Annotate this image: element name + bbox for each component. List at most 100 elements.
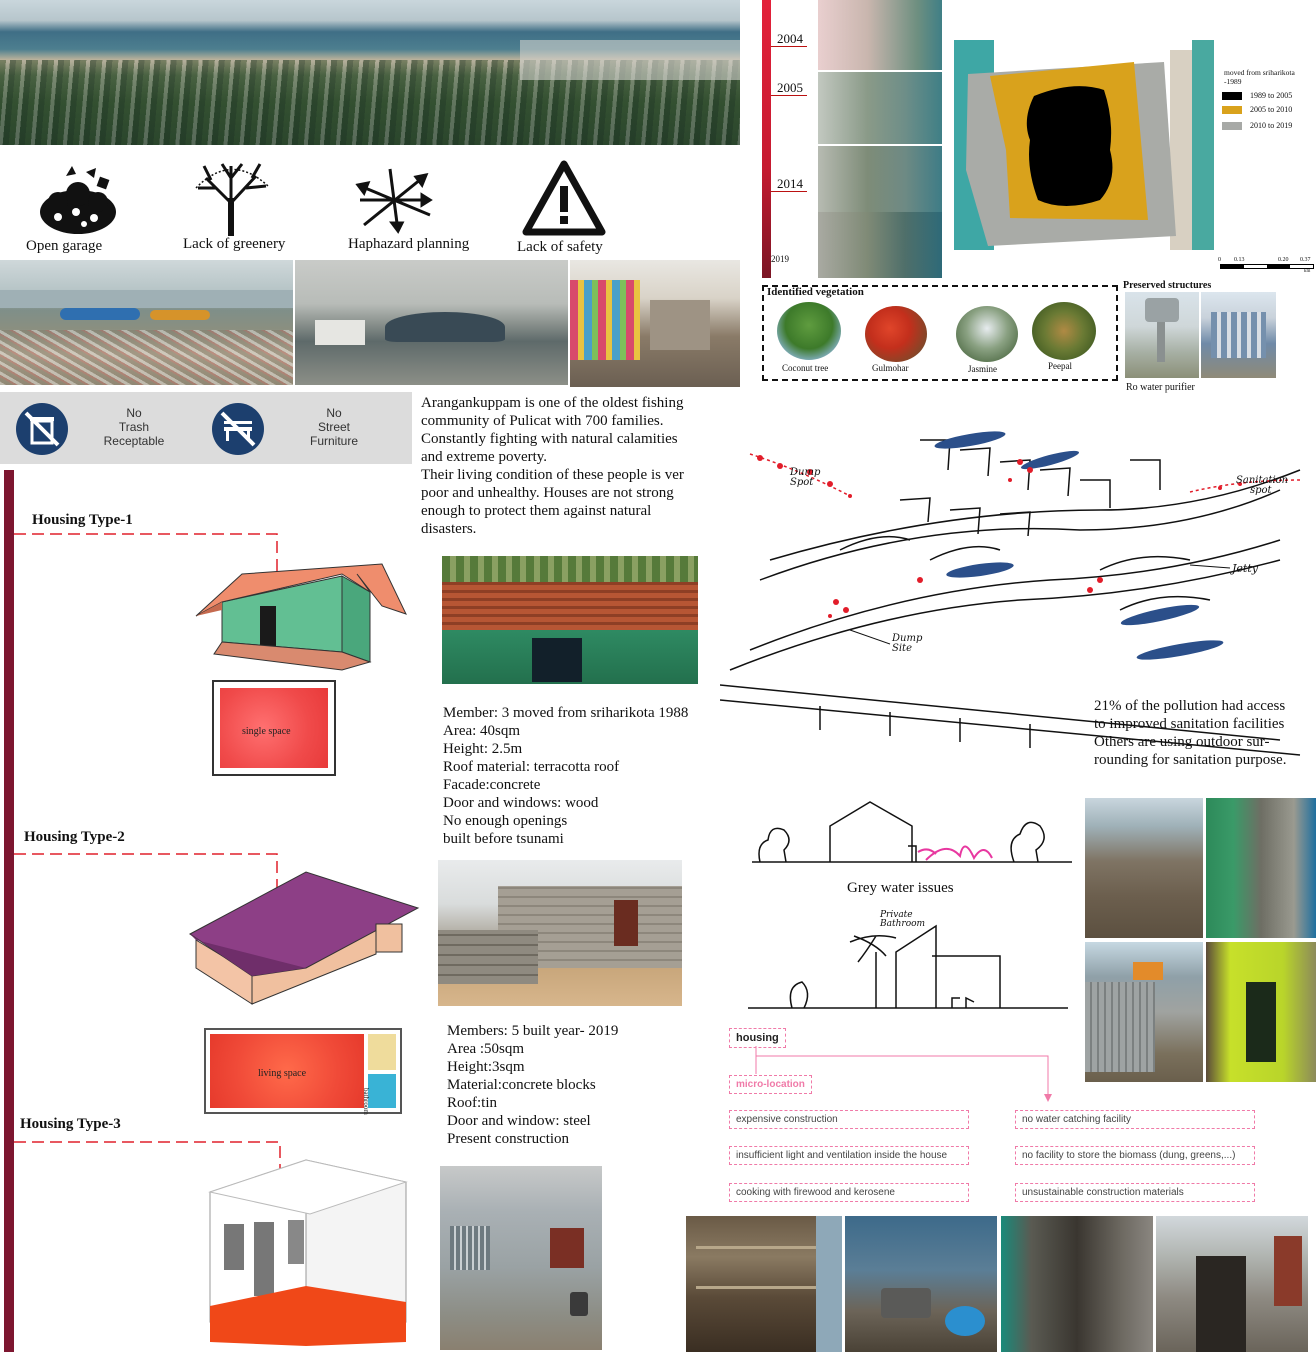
dump-ground-photo	[1085, 798, 1203, 938]
lack-of-safety-label: Lack of safety	[517, 239, 603, 255]
bare-tree-icon	[195, 163, 269, 236]
intro-line: community of Pulicat with 700 families.	[421, 413, 664, 429]
firewood-stove-photo	[845, 1216, 997, 1352]
legend-item	[1222, 106, 1242, 114]
sanitation-spot-text: spot	[1250, 485, 1272, 496]
type1-detail: built before tsunami	[443, 831, 564, 847]
timeline-year: 2005	[777, 80, 803, 95]
satellite-2014	[818, 146, 942, 212]
issue-box: unsustainable construction materials	[1015, 1183, 1255, 1202]
timeline-tick	[771, 95, 807, 96]
amenities-banner: No Trash Receptable No Street Furniture	[0, 392, 412, 464]
legend-item	[1222, 122, 1242, 130]
type2-detail: Present construction	[447, 1131, 570, 1147]
haphazard-planning-label: Haphazard planning	[348, 236, 470, 252]
no-street-line2: Street	[317, 420, 350, 434]
issue-label: cooking with firewood and kerosene	[736, 1187, 895, 1198]
issue-box: insufficient light and ventilation insid…	[729, 1146, 969, 1165]
open-garage-label: Open garage	[26, 238, 103, 254]
scale-bar	[1220, 264, 1314, 269]
coconut-tree-photo	[777, 302, 841, 360]
no-trash-line3: Receptable	[103, 434, 165, 448]
jetty-label: Jetty	[1232, 562, 1258, 575]
type1-detail: Member: 3 moved from sriharikota 1988	[443, 705, 689, 721]
sanitation-line: Others are using outdoor sur-	[1094, 734, 1270, 750]
intro-line: Arangankuppam is one of the oldest fishi…	[421, 395, 684, 411]
vegetation-caption: Gulmohar	[872, 363, 909, 373]
intro-line: disasters.	[421, 521, 477, 537]
type1-house-photo	[442, 556, 698, 684]
peepal-photo	[1032, 302, 1096, 360]
aerial-coast-photo	[0, 0, 740, 145]
grey-water-sketch	[752, 801, 1072, 863]
timeline-tick	[771, 191, 807, 192]
sanitation-spot-label: Sanitation spot	[1236, 476, 1288, 496]
type1-floor-plan: single space	[212, 680, 336, 776]
type2-detail: Members: 5 built year- 2019	[447, 1023, 619, 1039]
type3-house-photo	[440, 1166, 602, 1350]
timeline-year: 2019	[771, 254, 789, 264]
temple-photo	[1201, 292, 1276, 378]
outdoor-kitchen-photo	[1156, 1216, 1308, 1352]
private-bathroom-text: Bathroom	[880, 919, 926, 929]
type1-detail: Facade:concrete	[443, 777, 541, 793]
diagram-connectors	[755, 1046, 1052, 1102]
timeline-bar	[762, 0, 771, 278]
dump-site-text: Site	[892, 643, 912, 654]
dump-spot-label: Dump Spot	[790, 468, 820, 488]
sanitation-note: 21% of the pollution had access to impro…	[1094, 697, 1286, 769]
housing-type-1-title: Housing Type-1	[32, 512, 133, 528]
satellite-2005	[818, 72, 942, 144]
issue-label: insufficient light and ventilation insid…	[736, 1150, 948, 1161]
jasmine-photo	[956, 306, 1018, 362]
type2-detail: Roof:tin	[447, 1095, 498, 1111]
timeline-year: 2004	[777, 31, 803, 46]
dump-spot-text: Dump	[790, 467, 821, 478]
type2-detail: Door and window: steel	[447, 1113, 591, 1129]
dump-spot-text: Spot	[790, 477, 814, 488]
issue-box: no water catching facility	[1015, 1110, 1255, 1129]
type1-detail: No enough openings	[443, 813, 568, 829]
scale-label: 0	[1218, 257, 1221, 263]
housing-node-label: housing	[736, 1032, 779, 1044]
type1-details: Member: 3 moved from sriharikota 1988 Ar…	[443, 704, 688, 848]
micro-location-node: micro-location	[729, 1075, 812, 1094]
type1-leader-line	[14, 533, 278, 574]
shop-stall-photo	[570, 260, 740, 387]
grey-water-caption: Grey water issues	[847, 880, 954, 896]
intro-line: and extreme poverty.	[421, 449, 548, 465]
kitchen-shelves-photo	[686, 1216, 842, 1352]
issue-label: no facility to store the biomass (dung, …	[1022, 1150, 1236, 1161]
housing-node: housing	[729, 1028, 786, 1048]
gulmohar-photo	[865, 306, 927, 362]
legend-title-1: moved from sriharikota	[1224, 68, 1295, 77]
vegetation-box	[762, 285, 1118, 381]
intro-line: enough to protect them against natural	[421, 503, 652, 519]
sanitation-spot-text: Sanitation	[1236, 475, 1289, 486]
map-legend: moved from sriharikota -1989	[1224, 68, 1295, 86]
warning-triangle-icon	[522, 160, 606, 236]
intro-line: Constantly fighting with natural calamit…	[421, 431, 678, 447]
dump-site-label: Dump Site	[892, 634, 922, 654]
scale-unit: km	[1304, 269, 1311, 274]
vegetation-caption: Peepal	[1048, 361, 1072, 371]
no-trash-line2: Trash	[118, 420, 150, 434]
intro-line: poor and unhealthy. Houses are not stron…	[421, 485, 674, 501]
settlement-growth-map	[954, 40, 1214, 250]
preserved-caption: Ro water purifier	[1126, 382, 1195, 393]
dump-site-text: Dump	[892, 633, 923, 644]
no-trash-line1: No	[126, 406, 142, 420]
satellite-2004	[818, 0, 942, 70]
type2-detail: Material:concrete blocks	[447, 1077, 596, 1093]
private-bathroom-label: Private Bathroom	[880, 911, 925, 929]
satellite-2019	[818, 212, 942, 278]
issue-box: cooking with firewood and kerosene	[729, 1183, 969, 1202]
legend-title-2: -1989	[1224, 77, 1242, 86]
legend-item-label: 1989 to 2005	[1250, 91, 1293, 100]
water-tank-photo	[1125, 292, 1199, 378]
type2-plan-label-small: bathroom	[362, 1088, 370, 1115]
type1-house-model	[195, 563, 407, 671]
legend-item-label: 2005 to 2010	[1250, 105, 1293, 114]
type2-house-photo	[438, 860, 682, 1006]
intro-line: Their living condition of these people i…	[421, 467, 684, 483]
